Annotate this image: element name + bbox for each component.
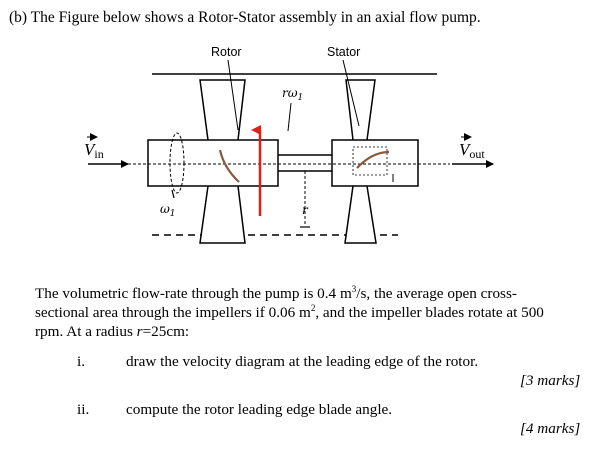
- stator-blade-section-curve: [356, 150, 390, 169]
- problem-statement: The volumetric flow-rate through the pum…: [35, 284, 595, 341]
- item-number-ii: ii.: [77, 401, 90, 418]
- statement-line-2: sectional area through the impellers if …: [35, 303, 544, 322]
- rotor-stator-figure: Rotor Stator rω1 ω1 r Vin Vout: [84, 45, 494, 244]
- item-number-i: i.: [77, 353, 86, 370]
- r-label: r: [302, 203, 309, 217]
- rotor-label: Rotor: [211, 45, 242, 59]
- r-omega-label: rω1: [282, 86, 303, 103]
- omega-label: ω1: [160, 202, 176, 219]
- rotor-blade-section-curve: [218, 149, 240, 183]
- stator-section-box: [352, 146, 388, 176]
- rotation-tick: [171, 189, 175, 199]
- v-in-label: Vin: [84, 140, 104, 161]
- stator-hub: [331, 139, 419, 187]
- item-text-ii: compute the rotor leading edge blade ang…: [126, 401, 393, 418]
- r-omega-leader-line: [287, 102, 292, 132]
- v-out-label: Vout: [459, 140, 485, 161]
- rotor-hub: [147, 139, 279, 187]
- statement-line-1: The volumetric flow-rate through the pum…: [35, 284, 517, 303]
- question-title: (b) The Figure below shows a Rotor-Stato…: [9, 9, 481, 26]
- item-marks-ii: [4 marks]: [520, 420, 581, 437]
- rotor-leader-line: [227, 59, 239, 131]
- stator-label: Stator: [327, 45, 360, 59]
- rotation-indicator: [169, 132, 185, 194]
- item-marks-i: [3 marks]: [520, 372, 581, 389]
- stator-leader-line: [342, 59, 360, 127]
- item-text-i: draw the velocity diagram at the leading…: [126, 353, 479, 370]
- statement-line-3: rpm. At a radius r=25cm:: [35, 323, 190, 340]
